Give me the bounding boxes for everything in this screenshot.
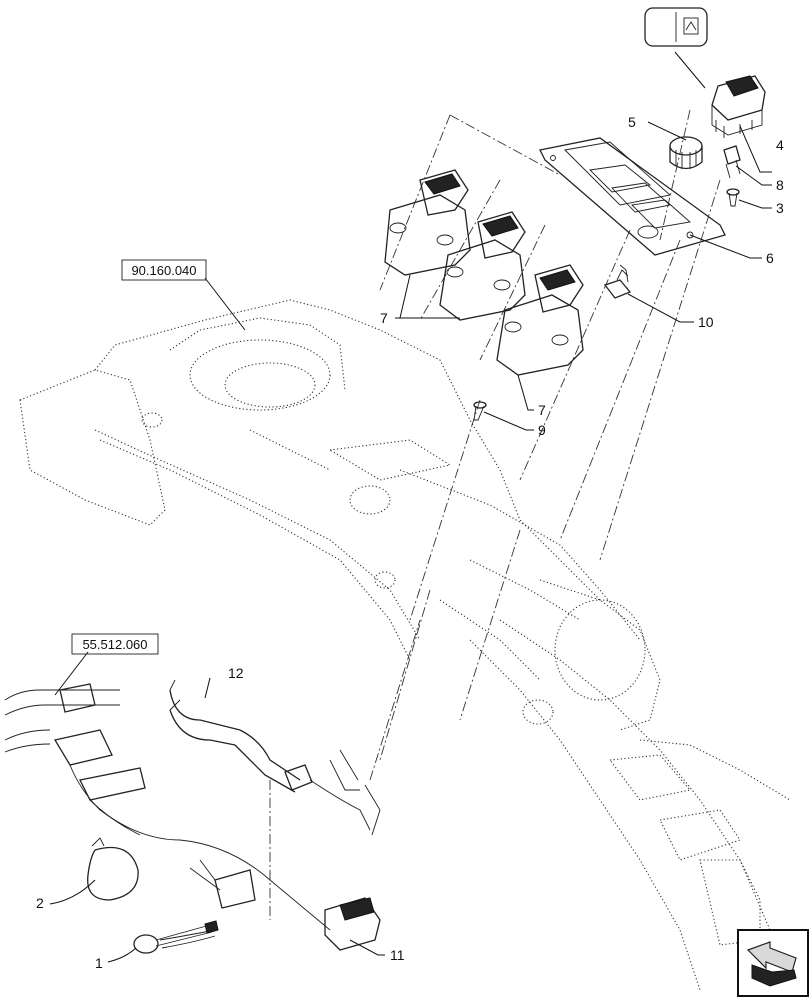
callout-4[interactable]: 4	[776, 137, 784, 153]
reference-label-a: 90.160.040	[131, 263, 196, 278]
callout-2[interactable]: 2	[36, 895, 44, 911]
callout-numbers: 5 4 8 3 6 10 7 7 9 12 2 1 11	[36, 114, 784, 971]
callout-7-upper[interactable]: 7	[380, 310, 388, 326]
harness-tube	[169, 679, 381, 836]
switch-module-1	[384, 169, 471, 276]
rear-wiper-symbol-icon	[683, 17, 699, 35]
switch-module-2	[439, 211, 526, 321]
harness-left	[4, 683, 381, 951]
bulb-holder	[723, 145, 741, 179]
reference-box-a[interactable]: 90.160.040	[121, 259, 207, 281]
callout-12[interactable]: 12	[228, 665, 244, 681]
callout-8[interactable]: 9	[538, 422, 546, 438]
switch-panel	[539, 137, 726, 256]
rotary-knob	[669, 136, 703, 170]
callout-6[interactable]: 6	[766, 250, 774, 266]
callout-11[interactable]: 11	[390, 947, 405, 963]
reference-label-b: 55.512.060	[82, 637, 147, 652]
callout-1[interactable]: 1	[95, 955, 103, 971]
callout-7-lower[interactable]: 7	[538, 402, 546, 418]
callout-9[interactable]: 8	[776, 177, 784, 193]
lamp-socket	[603, 264, 632, 299]
callout-10[interactable]: 10	[698, 314, 714, 330]
callout-leaders	[49, 51, 772, 963]
navigation-arrow-icon[interactable]	[737, 929, 809, 997]
assembly-lines	[269, 109, 721, 920]
sensor	[133, 920, 219, 954]
switch-module-3	[496, 264, 584, 376]
rocker-switch	[644, 7, 766, 138]
screw-3	[726, 188, 740, 207]
screw-8	[473, 401, 487, 421]
console-assembly	[19, 299, 791, 991]
reference-box-b[interactable]: 55.512.060	[71, 633, 159, 655]
callout-5[interactable]: 5	[628, 114, 636, 130]
callout-3[interactable]: 3	[776, 200, 784, 216]
cable-tie	[87, 837, 139, 901]
